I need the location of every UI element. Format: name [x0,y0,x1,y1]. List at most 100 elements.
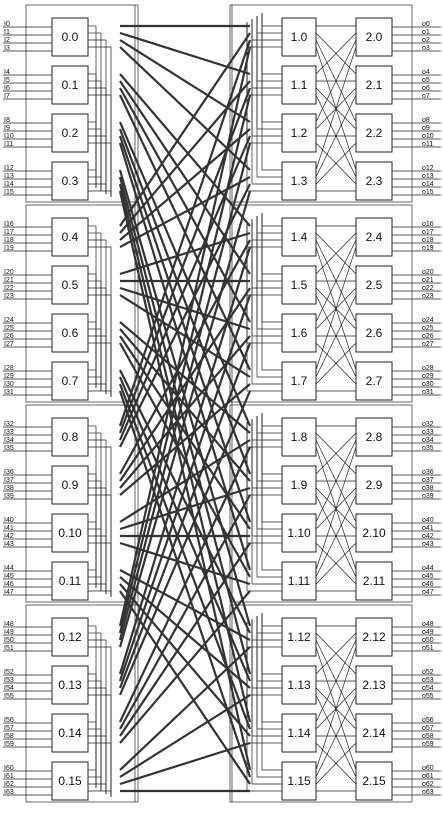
stage1-box-label: 1.4 [291,230,308,244]
input-label: I21 [4,277,14,284]
stage1-box [281,313,317,353]
output-label: o0 [422,21,430,28]
input-label: I29 [4,373,14,380]
interstage-link-0-1 [118,246,252,675]
interstage-link-0-1 [118,342,252,689]
output-label: o40 [422,517,434,524]
stage2-box-label: 2.2 [366,126,383,140]
interstage-link-0-1 [118,121,252,427]
output-group-frame [229,204,413,403]
stage2-box [355,617,393,657]
output-label: o13 [422,173,434,180]
interstage-link-0-1 [118,94,252,634]
stage1-box [281,561,317,601]
stage1-box-label: 1.0 [291,30,308,44]
input-label: I63 [4,789,14,796]
stage1-box-label: 1.10 [287,526,311,540]
output-label: o37 [422,477,434,484]
input-label: I57 [4,725,14,732]
input-label: I60 [4,765,14,772]
input-label: I55 [4,693,14,700]
stage2-box [355,361,393,401]
output-label: o50 [422,637,434,644]
interstage-link-0-1 [119,239,251,475]
stage1-box-label: 1.15 [287,774,311,788]
output-label: o1 [422,29,430,36]
stage1-box [281,217,317,257]
input-label: I24 [4,317,14,324]
interstage-link-0-1 [118,294,252,682]
stage0-box-label: 0.8 [62,430,79,444]
output-label: o35 [422,445,434,452]
stage0-box [51,217,89,257]
input-label: I22 [4,285,14,292]
interstage-link-0-1 [119,741,251,786]
input-label: I20 [4,269,14,276]
stage0-box [51,561,89,601]
interstage-link-0-1 [118,376,252,682]
stage0-box [51,161,89,201]
stage2-box [355,161,393,201]
output-label: o34 [422,437,434,444]
input-label: I23 [4,293,14,300]
interstage-link-0-1 [119,590,251,744]
input-label: I45 [4,573,14,580]
stage1-box [281,113,317,153]
interstage-link-0-1 [119,694,251,778]
stage2-box [355,713,393,753]
output-label: o28 [422,365,434,372]
output-label: o16 [422,221,434,228]
input-label: I0 [4,21,10,28]
interstage-link-1-2 [315,142,357,185]
stage0-box-label: 0.4 [62,230,79,244]
stage0-box-label: 0.5 [62,278,79,292]
output-label: o12 [422,165,434,172]
input-group-frame [25,4,139,203]
input-label: I54 [4,685,14,692]
stage2-box-label: 2.3 [366,174,383,188]
interstage-link-0-1 [119,576,251,689]
stage0-box [51,513,89,553]
interstage-link-0-1 [118,39,252,427]
stage1-box [281,713,317,753]
input-label: I31 [4,389,14,396]
stage2-box [355,761,393,801]
output-label: o55 [422,693,434,700]
stage2-box [355,217,393,257]
stage2-box [355,465,393,505]
stage1-box-label: 1.13 [287,678,311,692]
interstage-link-0-1 [119,646,251,771]
stage0-box-label: 0.9 [62,478,79,492]
output-label: o59 [422,741,434,748]
interstage-link-0-1 [119,286,251,331]
interstage-link-0-1 [118,135,252,523]
output-label: o53 [422,677,434,684]
stage1-box-label: 1.9 [291,478,308,492]
output-label: o32 [422,421,434,428]
stage0-box [51,361,89,401]
interstage-link-0-1 [119,46,251,171]
output-label: o4 [422,69,430,76]
stage0-box [51,665,89,705]
stage2-box [355,65,393,105]
interstage-link-1-2 [315,246,357,371]
stage1-box [281,761,317,801]
stage2-box-label: 2.11 [363,574,386,588]
output-label: o17 [422,229,434,236]
input-label: I16 [4,221,14,228]
stage2-box-label: 2.12 [362,630,386,644]
stage2-box-label: 2.0 [366,30,383,44]
output-label: o8 [422,117,430,124]
input-label: I35 [4,445,14,452]
interstage-link-0-1 [119,87,251,323]
stage0-box [51,17,89,57]
interstage-link-0-1 [119,32,251,227]
stage0-box-label: 0.3 [62,174,79,188]
output-label: o7 [422,93,430,100]
interstage-link-1-2 [315,646,357,771]
stage2-box [355,265,393,305]
output-label: o57 [422,725,434,732]
stage2-box-label: 2.7 [366,374,383,388]
stage0-box-label: 0.0 [62,30,79,44]
